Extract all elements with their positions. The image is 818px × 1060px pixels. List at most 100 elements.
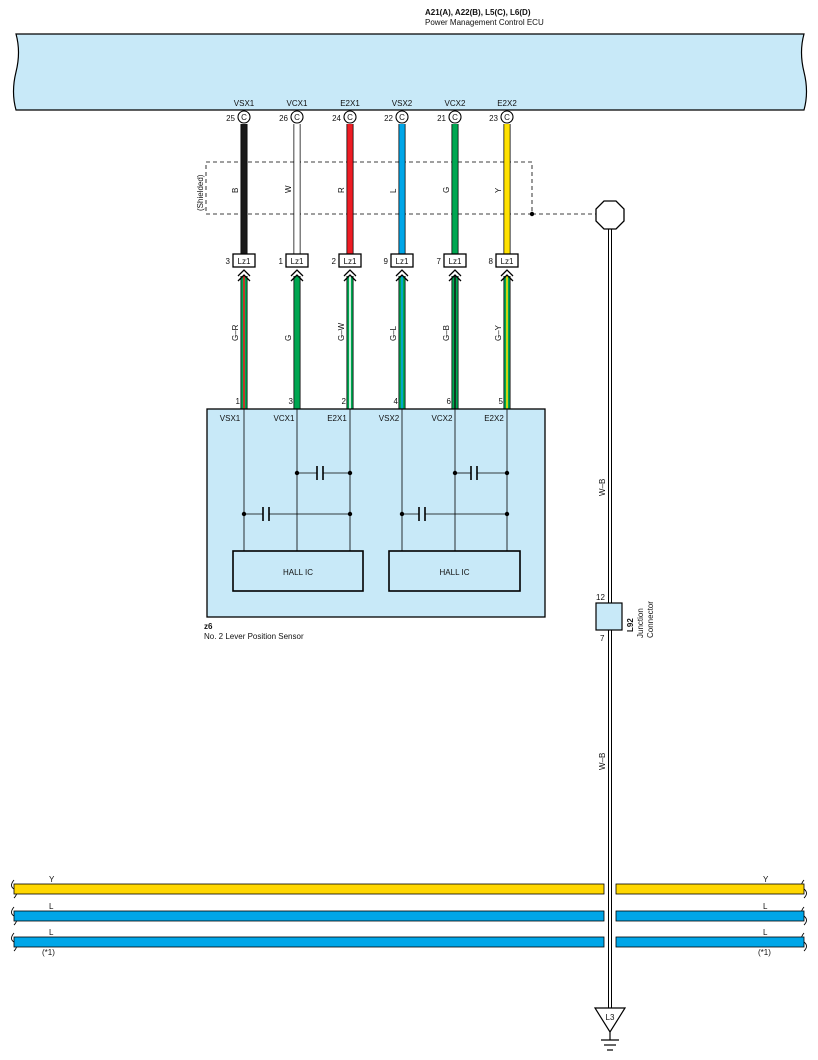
lower-wire-code: G–L — [389, 325, 398, 341]
lz-connector-label: Lz1 — [238, 257, 251, 266]
ecu-pin-connector-label: C — [399, 113, 405, 122]
sensor-pin-label: E2X1 — [327, 414, 347, 423]
lz-connector — [390, 253, 414, 268]
sensor-pin-label: VCX2 — [432, 414, 453, 423]
junction-name-1: Junction — [636, 608, 645, 638]
lower-wire-code: G–B — [442, 325, 451, 341]
bus-note-left: (*1) — [42, 948, 55, 957]
upper-wire-code: R — [337, 187, 346, 193]
bus-wire-code-right: L — [763, 928, 768, 937]
ecu-pin-connector — [290, 110, 304, 124]
lz-connector — [443, 253, 467, 268]
lz-connector-label: Lz1 — [449, 257, 462, 266]
ecu-pin-connector-label: C — [294, 113, 300, 122]
lower-wire-code: G–R — [231, 324, 240, 341]
ecu-name: Power Management Control ECU — [425, 18, 544, 27]
bus-wire-code-right: L — [763, 902, 768, 911]
bus-wire-left — [13, 883, 605, 895]
ecu-pin-number: 22 — [384, 114, 393, 123]
shield-box — [205, 161, 533, 215]
ecu-title: A21(A), A22(B), L5(C), L6(D) — [425, 8, 531, 17]
lz-connector-label: Lz1 — [396, 257, 409, 266]
ecu-pin-connector-label: C — [504, 113, 510, 122]
ground-wire-code-upper: W–B — [598, 479, 607, 496]
ecu-pin-connector — [343, 110, 357, 124]
ecu-pin-label: VCX1 — [287, 99, 308, 108]
lower-wire-code: G–Y — [494, 324, 503, 341]
lower-wire-code: G–W — [337, 322, 346, 341]
ecu-pin-connector — [448, 110, 462, 124]
trace-junction — [504, 511, 510, 517]
ecu-body — [12, 33, 808, 111]
ecu-pin-label: VSX1 — [234, 99, 255, 108]
ecu-pin-number: 24 — [332, 114, 341, 123]
junction-connector — [595, 602, 623, 631]
sensor-pin-number: 3 — [289, 397, 294, 406]
ground-point-label: L3 — [606, 1013, 615, 1022]
ground-wire-code-lower: W–B — [598, 753, 607, 770]
terminal-chevron-upper — [290, 269, 304, 277]
terminal-chevron-lower — [343, 274, 357, 282]
trace-junction — [504, 470, 510, 476]
ground-symbol — [601, 1032, 619, 1051]
bus-wire-code-left: L — [49, 902, 54, 911]
ecu-pin-connector — [395, 110, 409, 124]
terminal-chevron-lower — [290, 274, 304, 282]
trace-junction — [452, 470, 458, 476]
terminal-chevron-lower — [237, 274, 251, 282]
lz-connector — [285, 253, 309, 268]
sensor-pin-number: 2 — [342, 397, 347, 406]
bus-note-right: (*1) — [758, 948, 771, 957]
sensor-pin-number: 5 — [499, 397, 504, 406]
lz-connector — [232, 253, 256, 268]
sensor-name: No. 2 Lever Position Sensor — [204, 632, 304, 641]
lz-connector-label: Lz1 — [344, 257, 357, 266]
trace-junction — [294, 470, 300, 476]
lz-connector-pin: 9 — [384, 257, 389, 266]
upper-wire-code: L — [389, 188, 398, 193]
ecu-pin-label: E2X2 — [497, 99, 517, 108]
lz-connector — [338, 253, 362, 268]
ecu-pin-connector — [500, 110, 514, 124]
bus-wire-right — [615, 910, 805, 922]
ecu-pin-label: VSX2 — [392, 99, 413, 108]
lz-connector-pin: 8 — [489, 257, 494, 266]
lz-connector-pin: 2 — [332, 257, 337, 266]
sensor-id: z6 — [204, 622, 213, 631]
bus-wire-left — [13, 936, 605, 948]
junction-pin-top: 12 — [596, 593, 605, 602]
lz-connector-label: Lz1 — [501, 257, 514, 266]
lz-connector — [495, 253, 519, 268]
ecu-pin-label: E2X1 — [340, 99, 360, 108]
terminal-chevron-upper — [500, 269, 514, 277]
bus-wire-code-right: Y — [763, 875, 769, 884]
upper-wire-code: W — [284, 185, 293, 193]
terminal-chevron-upper — [343, 269, 357, 277]
upper-wire-code: Y — [494, 187, 503, 193]
trace-junction — [347, 470, 353, 476]
lower-wire-code: G — [284, 335, 293, 341]
sensor-pin-label: VSX2 — [379, 414, 400, 423]
shield-label: (Shielded) — [196, 174, 205, 211]
circuit-column-4: VSX2 22 C L Lz1 9G–L 4 — [384, 99, 414, 409]
ecu-pin-number: 25 — [226, 114, 235, 123]
junction-id: L92 — [626, 618, 635, 632]
trace-junction — [399, 511, 405, 517]
ecu-pin-number: 21 — [437, 114, 446, 123]
bus-wire-right — [615, 883, 805, 895]
ecu-pin-connector-label: C — [241, 113, 247, 122]
terminal-chevron-upper — [395, 269, 409, 277]
sensor-pin-number: 4 — [394, 397, 399, 406]
ecu-pin-connector-label: C — [452, 113, 458, 122]
upper-wire-code: G — [442, 187, 451, 193]
sensor-pin-label: VCX1 — [274, 414, 295, 423]
terminal-chevron-upper — [448, 269, 462, 277]
bus-wire-code-left: Y — [49, 875, 55, 884]
ecu-pin-number: 23 — [489, 114, 498, 123]
upper-wire-code: B — [231, 188, 240, 193]
